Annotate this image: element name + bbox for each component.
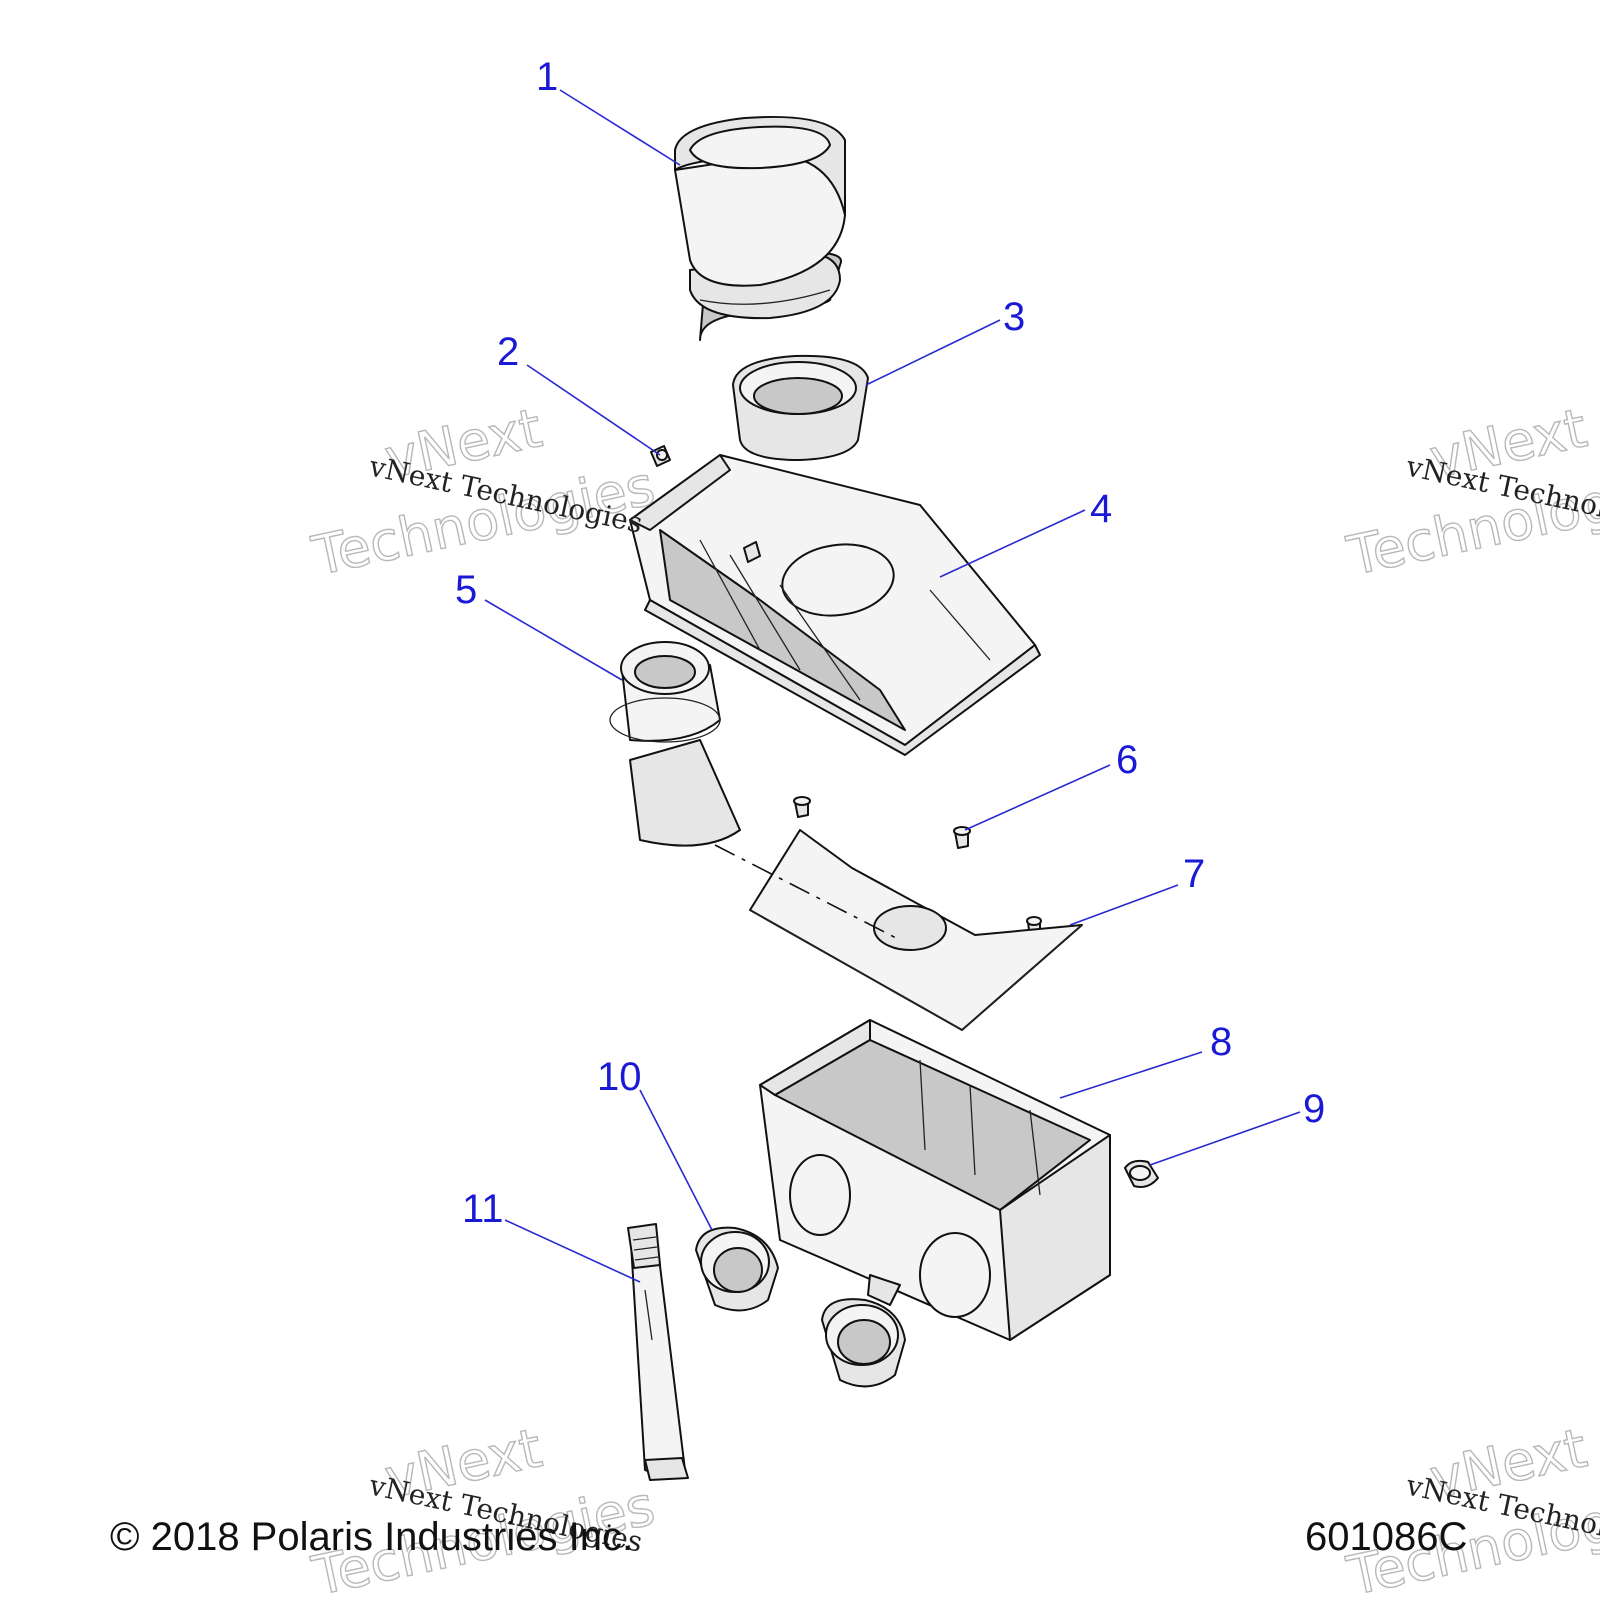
part-7-mounting-plate [749, 829, 1083, 1031]
watermark-top-left: vNext Technologies vNext Technologies [306, 396, 661, 589]
part-8-airbox-base [759, 1019, 1111, 1341]
part-3-coupler-ring [732, 354, 869, 461]
copyright-text: © 2018 Polaris Industries Inc. [110, 1515, 633, 1559]
part-9-clip [1124, 1159, 1159, 1188]
callout-7: 7 [1183, 852, 1205, 896]
callout-8: 8 [1210, 1020, 1232, 1064]
leader-lines [484, 89, 1301, 1283]
callout-6: 6 [1116, 738, 1138, 782]
part-4-airbox-cover [629, 454, 1041, 756]
center-line [714, 844, 901, 941]
watermark-bottom-right: vNext Technologies vNext Technologies [1341, 1416, 1600, 1600]
watermark-bottom-left: vNext Technologies vNext Technologies [306, 1416, 661, 1600]
part-11-strap [627, 1223, 689, 1481]
callout-2: 2 [497, 330, 519, 374]
callout-5: 5 [455, 568, 477, 612]
callouts: 1 2 3 4 5 6 7 8 9 10 11 [455, 55, 1325, 1231]
part-2-fitting [650, 445, 671, 467]
callout-10: 10 [597, 1055, 642, 1099]
watermark-top-right: vNext Technologies vNext Technologies [1341, 396, 1600, 589]
part-1-intake-boot [674, 115, 846, 341]
callout-1: 1 [536, 55, 558, 99]
part-10-grommets [695, 1226, 906, 1388]
diagram-code: 601086C [1305, 1515, 1467, 1559]
part-5-velocity-stack [609, 641, 741, 847]
callout-9: 9 [1303, 1087, 1325, 1131]
callout-11: 11 [462, 1187, 504, 1231]
callout-3: 3 [1003, 295, 1025, 339]
callout-4: 4 [1090, 487, 1112, 531]
